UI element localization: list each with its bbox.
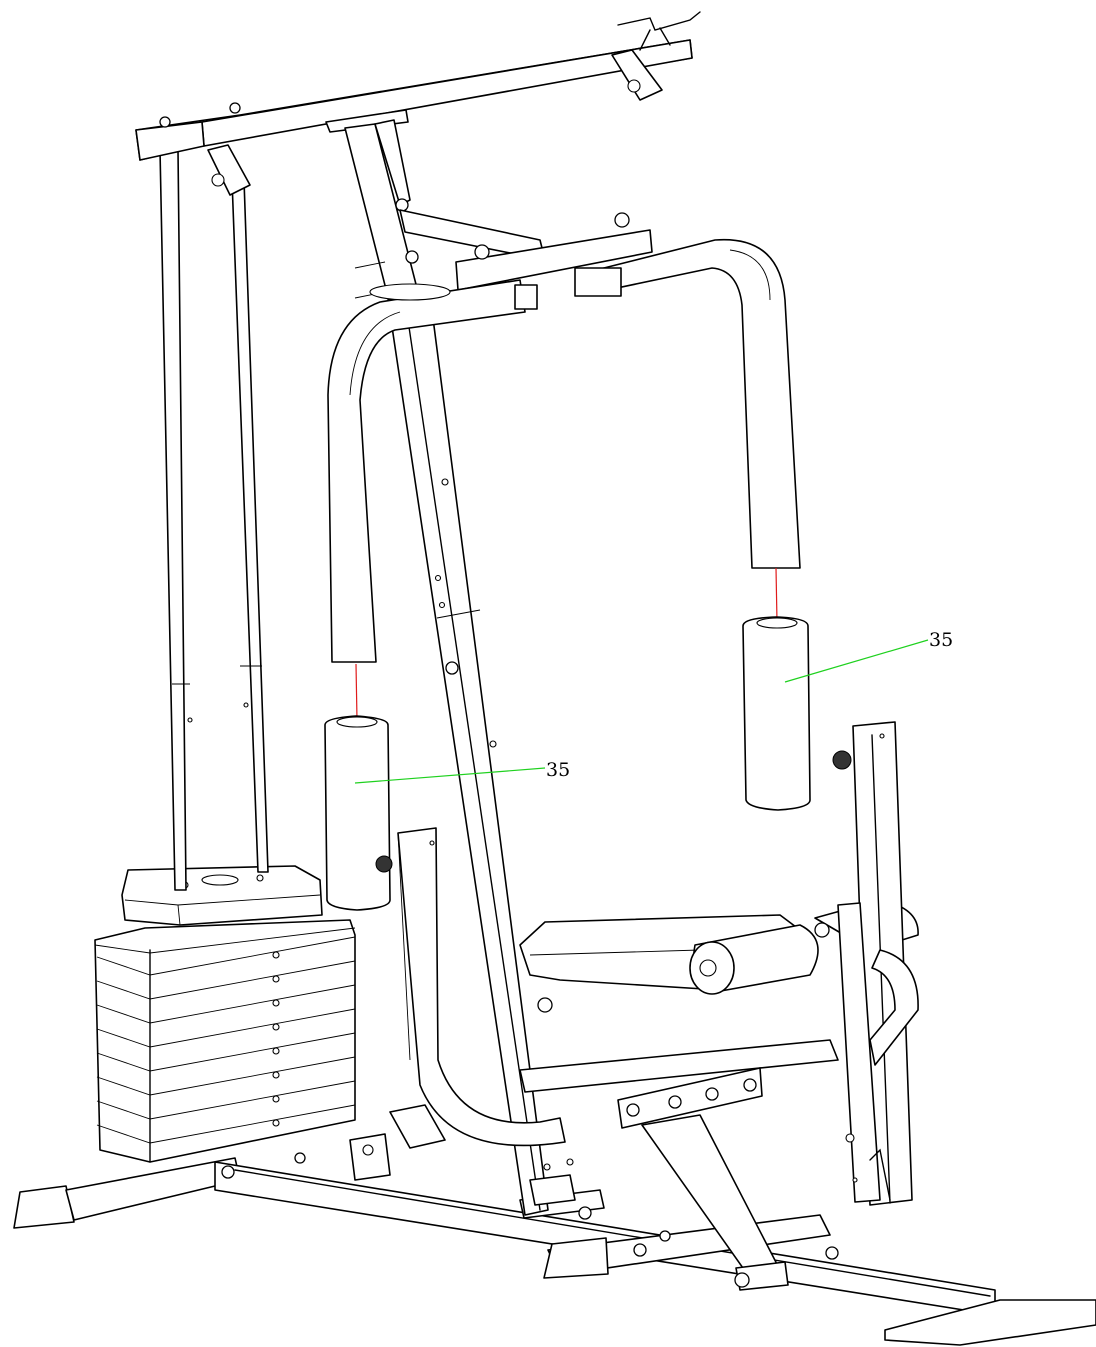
guide-rods	[159, 149, 269, 891]
weight-pin-hole	[272, 999, 280, 1007]
weight-pin-hole	[272, 1119, 280, 1127]
weight-stack-top-cap	[121, 865, 323, 926]
weight-pin-hole	[272, 951, 280, 959]
callout-left-leader	[354, 767, 546, 784]
right-pop-pin-knob	[832, 750, 852, 770]
weight-plate-edge	[96, 1080, 356, 1120]
callout-right: 35	[784, 629, 953, 683]
callout-left-number: 35	[546, 759, 570, 781]
foot-plate	[884, 1299, 1096, 1346]
left-pad-axis	[355, 663, 358, 721]
rear-base-tube	[65, 1157, 241, 1221]
weight-pin-hole	[272, 1047, 280, 1055]
weight-stack	[94, 865, 356, 1163]
left-roller-pad	[324, 715, 391, 911]
front-foot-cap	[543, 1237, 609, 1279]
weight-plate-edge	[96, 936, 356, 976]
weight-plate-edge	[96, 960, 356, 1000]
pulley-bracket-low	[349, 1133, 391, 1181]
leg-lever	[837, 902, 881, 1203]
right-roller-pad	[742, 616, 811, 811]
right-guide-rod	[231, 179, 269, 873]
pec-deck-crossbar	[455, 229, 653, 291]
callout-left: 35	[354, 759, 570, 784]
callout-right-number: 35	[929, 629, 953, 651]
weight-plate-separators	[96, 936, 356, 1144]
weight-pin-hole	[272, 1095, 280, 1103]
weight-plate-edge	[96, 1008, 356, 1048]
weight-pin-hole	[272, 1071, 280, 1079]
right-pec-arm	[595, 238, 801, 569]
right-pad-axis	[775, 567, 778, 623]
seat-adjust-plate	[617, 1067, 763, 1129]
weight-pin-hole	[272, 975, 280, 983]
weight-plate-edge	[96, 1104, 356, 1144]
weight-plates	[94, 919, 356, 1163]
left-upright-rod	[159, 149, 187, 891]
rear-left-foot-cap	[13, 1185, 75, 1229]
pec-deck-frame	[327, 212, 801, 663]
callout-right-leader	[784, 639, 929, 683]
top-beam-end	[135, 121, 205, 161]
weight-plate-edge	[96, 1032, 356, 1072]
seat-assembly	[375, 721, 919, 1291]
weight-plate-edge	[96, 1056, 356, 1096]
top-beam	[135, 11, 701, 196]
seat-front-loop	[397, 827, 566, 1147]
weight-plate-edge	[96, 984, 356, 1024]
right-arm-hub	[574, 267, 622, 297]
weight-pin-hole	[272, 1023, 280, 1031]
stack-base-bracket	[389, 1104, 446, 1149]
top-pulley-left	[207, 144, 251, 196]
left-pop-pin-knob	[375, 855, 393, 873]
seat-frame-rail	[519, 1039, 839, 1093]
roller-pads	[324, 567, 811, 911]
